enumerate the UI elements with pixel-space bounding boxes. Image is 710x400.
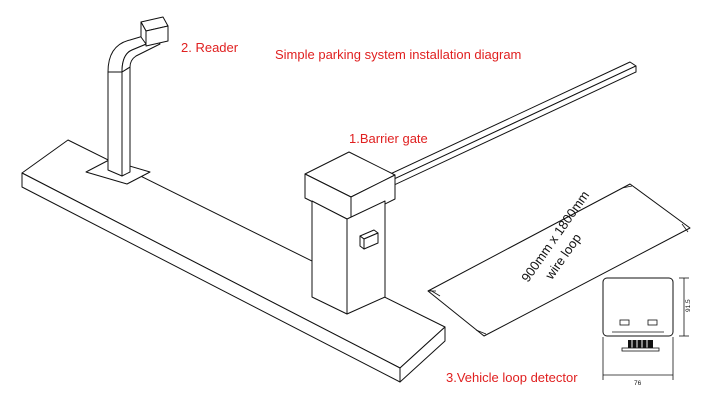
diagram-title: Simple parking system installation diagr… [275, 47, 521, 62]
detector-width-dim: 76 [634, 380, 642, 387]
barrier-boom-arm [355, 61, 637, 201]
barrier-gate-label: 1.Barrier gate [349, 131, 428, 146]
reader-label: 2. Reader [181, 40, 239, 55]
barrier-gate-cabinet [304, 151, 396, 315]
island-base [21, 139, 446, 383]
vehicle-loop-detector: 91.5 76 [602, 277, 692, 387]
reader-post [85, 16, 169, 185]
detector-height-dim: 91.5 [685, 299, 692, 312]
vehicle-loop-detector-label: 3.Vehicle loop detector [446, 370, 578, 385]
